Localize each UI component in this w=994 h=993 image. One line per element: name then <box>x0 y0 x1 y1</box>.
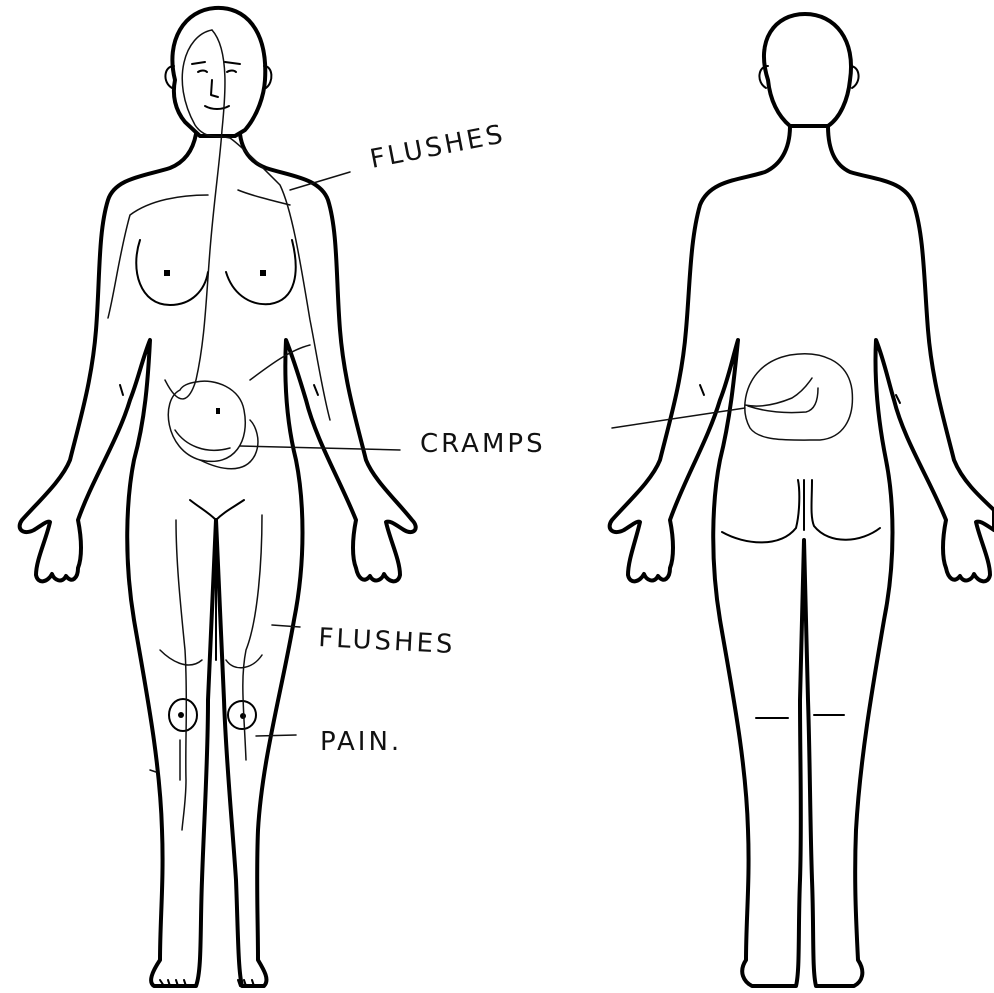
back-buttocks <box>722 480 880 542</box>
annotation-pain: PAIN. <box>320 727 402 757</box>
annotation-cramps: CRAMPS <box>420 429 546 459</box>
front-body-outline <box>20 134 416 986</box>
back-figure <box>610 14 994 986</box>
front-figure <box>20 8 416 986</box>
annotation-upper-flushes: FLUSHES <box>368 119 508 175</box>
back-body-outline <box>610 126 994 986</box>
front-head <box>172 8 265 136</box>
annotation-lower-flushes: FLUSHES <box>318 623 457 660</box>
back-head <box>764 14 851 126</box>
front-left-breast <box>136 240 208 305</box>
